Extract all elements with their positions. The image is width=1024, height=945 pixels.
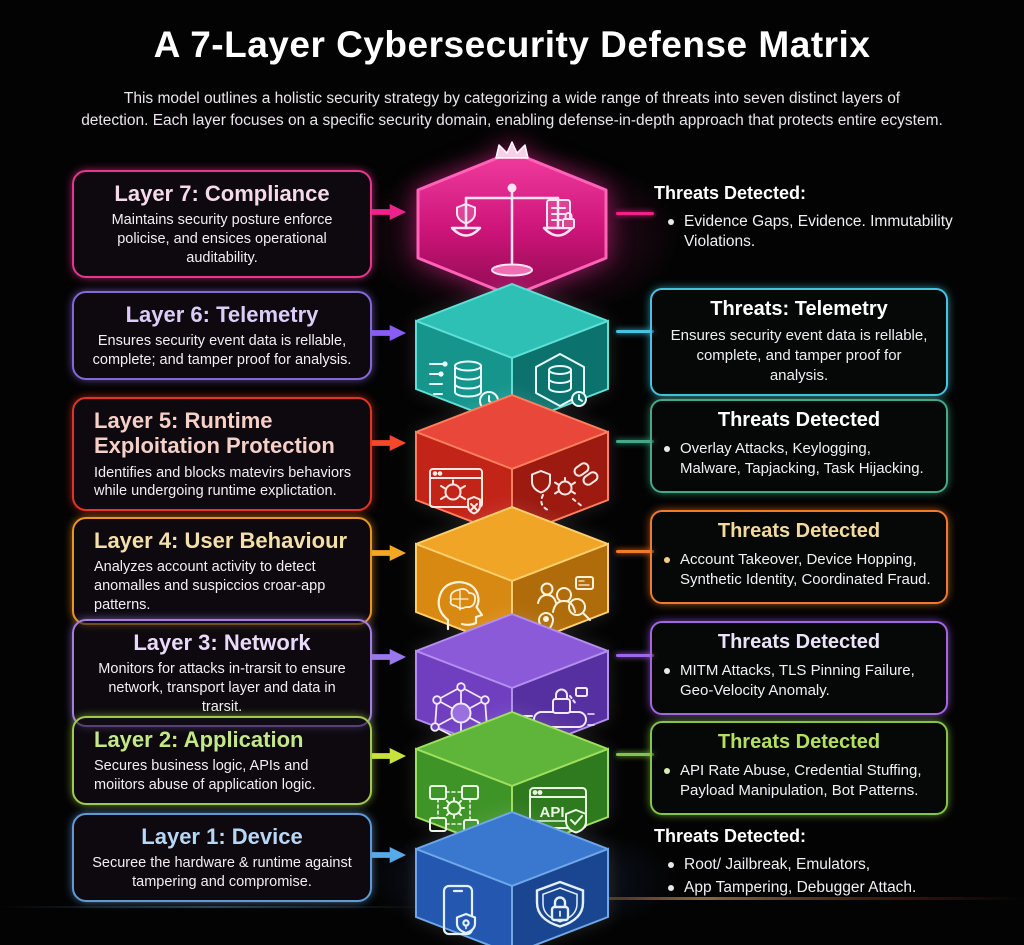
threats-heading: Threats Detected: xyxy=(654,183,807,203)
threats-heading: Threats Detected xyxy=(717,409,881,431)
arrow-icon xyxy=(372,435,406,451)
layer-2-title: Layer 2: Application xyxy=(94,727,304,752)
connector-line xyxy=(616,753,654,756)
layer-6-row: Layer 6: Telemetry Ensures security even… xyxy=(0,278,1024,448)
layer-6-title: Layer 6: Telemetry xyxy=(125,302,319,327)
threat-text: API Rate Abuse, Credential Stuffing, Pay… xyxy=(680,762,922,799)
connector-line xyxy=(616,212,654,215)
browser-bug-icon xyxy=(429,468,483,515)
page-subtitle: This model outlines a holistic security … xyxy=(0,88,1024,133)
api-label: API xyxy=(539,804,564,821)
threat-item: Evidence Gaps, Evidence. Immutability Vi… xyxy=(668,212,962,253)
layer-5-row: Layer 5: Runtime Exploitation Protection… xyxy=(0,389,1024,559)
threat-text: Account Takeover, Device Hopping, Synthe… xyxy=(680,551,931,588)
device-cube xyxy=(404,808,620,945)
threat-item: Root/ Jailbreak, Emulators, xyxy=(668,855,984,875)
database-hexagon-icon xyxy=(535,353,587,407)
threat-item: Account Takeover, Device Hopping, Synthe… xyxy=(664,550,934,590)
page-title: A 7-Layer Cybersecurity Defense Matrix xyxy=(153,24,871,65)
layer-5-description: Identifies and blocks matevirs behaviors… xyxy=(94,464,352,500)
connector-line xyxy=(616,440,654,443)
threats-heading: Threats Detected: xyxy=(654,826,807,846)
bullet-dot xyxy=(668,862,674,868)
phone-shield-icon xyxy=(442,884,477,936)
threat-item: Overlay Attacks, Keylogging, Malware, Ta… xyxy=(664,439,934,479)
layer-4-card: Layer 4: User Behaviour Analyzes account… xyxy=(72,517,372,625)
layer-2-row: Layer 2: Application Secures business lo… xyxy=(0,706,1024,876)
document-lock-icon xyxy=(546,199,575,229)
bullet-dot xyxy=(664,668,670,674)
layer-7-card: Layer 7: Compliance Maintains security p… xyxy=(72,170,372,278)
layer-1-row: Layer 1: Device Securee the hardware & r… xyxy=(0,806,1024,945)
connector-line xyxy=(616,550,654,553)
bullet-dot xyxy=(668,885,674,892)
user-search-pin-icon xyxy=(537,576,594,635)
threat-text: Overlay Attacks, Keylogging, Malware, Ta… xyxy=(680,440,924,477)
shield-icon xyxy=(456,202,476,225)
layer-3-threats-box: Threats Detected MITM Attacks, TLS Pinni… xyxy=(650,621,948,715)
arrow-icon xyxy=(372,204,406,220)
threats-paragraph: Ensures security event data is rellable,… xyxy=(670,327,928,384)
bullet-dot xyxy=(664,446,670,452)
layer-6-description: Ensures security event data is rellable,… xyxy=(92,333,352,369)
layer-7-title: Layer 7: Compliance xyxy=(114,181,330,206)
telemetry-cube xyxy=(404,280,620,430)
layer-7-description: Maintains security posture enforce polic… xyxy=(111,212,333,266)
layer-3-title: Layer 3: Network xyxy=(133,630,311,655)
threat-item: App Tampering, Debugger Attach. xyxy=(668,878,984,898)
arrow-icon xyxy=(372,325,406,341)
threat-item: MITM Attacks, TLS Pinning Failure, Geo-V… xyxy=(664,661,934,701)
connector-line xyxy=(616,654,654,657)
threat-text: App Tampering, Debugger Attach. xyxy=(684,879,917,897)
threats-heading: Threats Detected xyxy=(717,731,881,753)
threat-text: Root/ Jailbreak, Emulators, xyxy=(684,856,871,873)
threats-heading: Threats: Telemetry xyxy=(710,298,888,320)
threat-text: Evidence Gaps, Evidence. Immutability Vi… xyxy=(684,213,953,251)
threats-heading: Threats Detected xyxy=(717,631,881,653)
layer-2-description: Secures business logic, APIs and moiitor… xyxy=(94,758,316,794)
layer-7-threats: Threats Detected: Evidence Gaps, Evidenc… xyxy=(654,183,964,256)
layer-1-title: Layer 1: Device xyxy=(141,824,303,849)
shield-bug-chain-icon xyxy=(531,462,599,511)
layer-4-description: Analyzes account activity to detect anom… xyxy=(94,559,326,613)
layer-4-row: Layer 4: User Behaviour Analyzes account… xyxy=(0,501,1024,671)
bullet-dot xyxy=(664,557,670,563)
layer-3-description: Monitors for attacks in-trarsit to ensur… xyxy=(98,661,346,715)
threat-text: MITM Attacks, TLS Pinning Failure, Geo-V… xyxy=(680,662,915,699)
bullet-dot xyxy=(668,219,674,225)
subtitle-line-2: detection. Each layer focuses on a speci… xyxy=(81,112,943,130)
arrow-icon xyxy=(372,847,406,863)
layer-3-row: Layer 3: Network Monitors for attacks in… xyxy=(0,608,1024,778)
crown-icon xyxy=(495,141,529,159)
layer-5-card: Layer 5: Runtime Exploitation Protection… xyxy=(72,397,372,512)
layer-3-card: Layer 3: Network Monitors for attacks in… xyxy=(72,619,372,727)
layer-6-card: Layer 6: Telemetry Ensures security even… xyxy=(72,291,372,380)
layer-4-threats-box: Threats Detected Account Takeover, Devic… xyxy=(650,510,948,604)
shield-lock-icon xyxy=(535,880,585,928)
layer-5-threats-box: Threats Detected Overlay Attacks, Keylog… xyxy=(650,399,948,493)
arrow-icon xyxy=(372,649,406,665)
layer-4-title: Layer 4: User Behaviour xyxy=(94,528,348,553)
brain-head-icon xyxy=(437,580,484,631)
layer-5-title: Layer 5: Runtime Exploitation Protection xyxy=(94,408,335,459)
arrow-icon xyxy=(372,748,406,764)
layer-1-threats: Threats Detected: Root/ Jailbreak, Emula… xyxy=(654,826,986,902)
threats-heading: Threats Detected xyxy=(717,520,881,542)
connector-line xyxy=(616,330,654,333)
arrow-icon xyxy=(372,545,406,561)
threat-item: API Rate Abuse, Credential Stuffing, Pay… xyxy=(664,761,934,801)
layer-1-card: Layer 1: Device Securee the hardware & r… xyxy=(72,813,372,902)
layer-2-card: Layer 2: Application Secures business lo… xyxy=(72,716,372,805)
layer-1-description: Securee the hardware & runtime against t… xyxy=(92,855,352,891)
layer-2-threats-box: Threats Detected API Rate Abuse, Credent… xyxy=(650,721,948,815)
layer-6-threats-box: Threats: Telemetry Ensures security even… xyxy=(650,288,948,397)
subtitle-line-1: This model outlines a holistic security … xyxy=(123,90,901,107)
bullet-dot xyxy=(664,768,670,774)
api-shield-icon: API xyxy=(529,787,587,834)
